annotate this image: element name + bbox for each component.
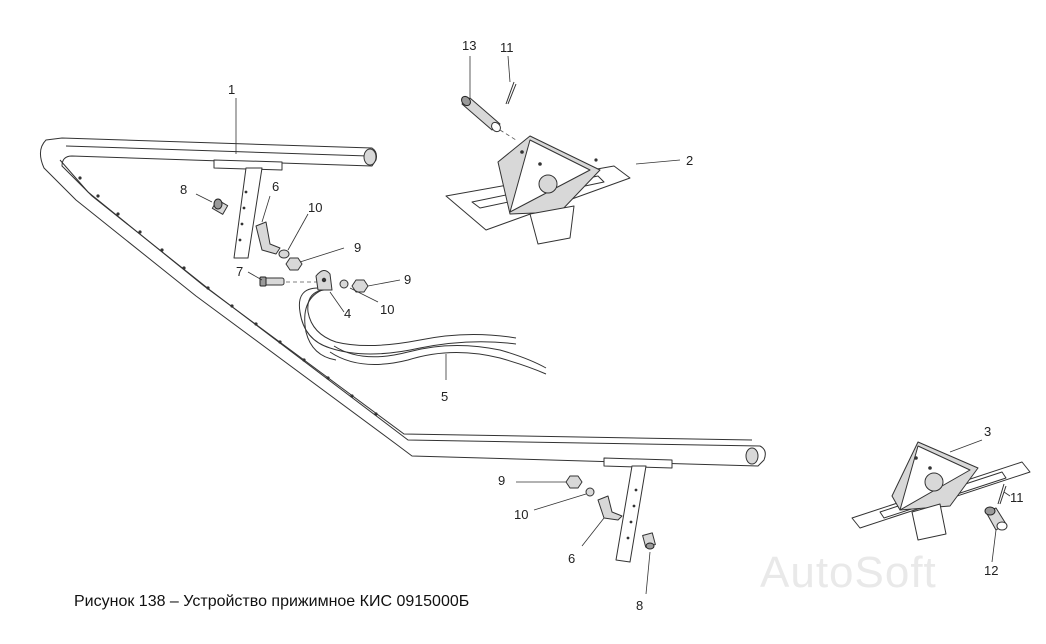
angle-clip-upper — [255, 221, 281, 255]
callout-12: 12 — [984, 563, 998, 578]
figure-caption: Рисунок 138 – Устройство прижимное КИС 0… — [74, 593, 470, 610]
callout-3: 3 — [984, 424, 991, 439]
callout-9-lower: 9 — [498, 473, 505, 488]
callout-10-upper: 10 — [308, 200, 322, 215]
callout-11-upper: 11 — [500, 40, 514, 55]
callout-11-lower: 11 — [1010, 490, 1024, 505]
hinge-bracket-3 — [851, 441, 1031, 541]
callout-9-mid: 9 — [404, 272, 411, 287]
callout-4: 4 — [344, 306, 351, 321]
callout-8-lower: 8 — [636, 598, 643, 613]
washer-10-mid — [339, 279, 349, 289]
hinge-bracket-2 — [445, 135, 631, 245]
bolt-8-lower — [642, 532, 656, 550]
callout-10-lower: 10 — [514, 507, 528, 522]
lower-mounting-strip — [603, 457, 673, 563]
angle-clip-lower — [597, 495, 623, 521]
callout-6-upper: 6 — [272, 179, 279, 194]
callout-2: 2 — [686, 153, 693, 168]
callout-10-mid: 10 — [380, 302, 394, 317]
callout-6-lower: 6 — [568, 551, 575, 566]
frame-end-tube-bottom — [745, 447, 759, 465]
callout-8-upper: 8 — [180, 182, 187, 197]
eye-bracket-4 — [315, 270, 333, 291]
spring-rod — [298, 287, 547, 375]
upper-mounting-strip — [213, 159, 283, 259]
leader-lines — [195, 55, 1011, 595]
callout-7: 7 — [236, 264, 243, 279]
nut-9-upper — [285, 257, 303, 271]
callout-1: 1 — [228, 82, 235, 97]
callout-5: 5 — [441, 389, 448, 404]
frame-body — [40, 137, 766, 467]
frame-inner-edge — [59, 145, 753, 441]
washer-10-upper — [278, 249, 290, 259]
bolt-7 — [259, 276, 320, 287]
pin-13 — [461, 95, 517, 141]
nut-9-lower — [565, 475, 583, 489]
nut-9-mid — [351, 279, 369, 293]
callout-9-upper: 9 — [354, 240, 361, 255]
frame-end-tube-top — [363, 148, 377, 166]
watermark: AutoSoft — [760, 548, 937, 597]
cotter-pin-11-upper — [505, 81, 517, 105]
callout-labels: 1 2 3 4 5 6 6 7 8 8 9 9 9 10 10 10 11 11… — [180, 38, 1024, 613]
cotter-pin-11-lower — [997, 483, 1007, 505]
callout-13: 13 — [462, 38, 476, 53]
pressure-frame — [40, 137, 766, 467]
washer-10-lower — [585, 487, 595, 497]
frame-holes — [78, 176, 378, 416]
pin-12 — [984, 506, 1008, 531]
bolt-8-upper — [211, 198, 229, 215]
